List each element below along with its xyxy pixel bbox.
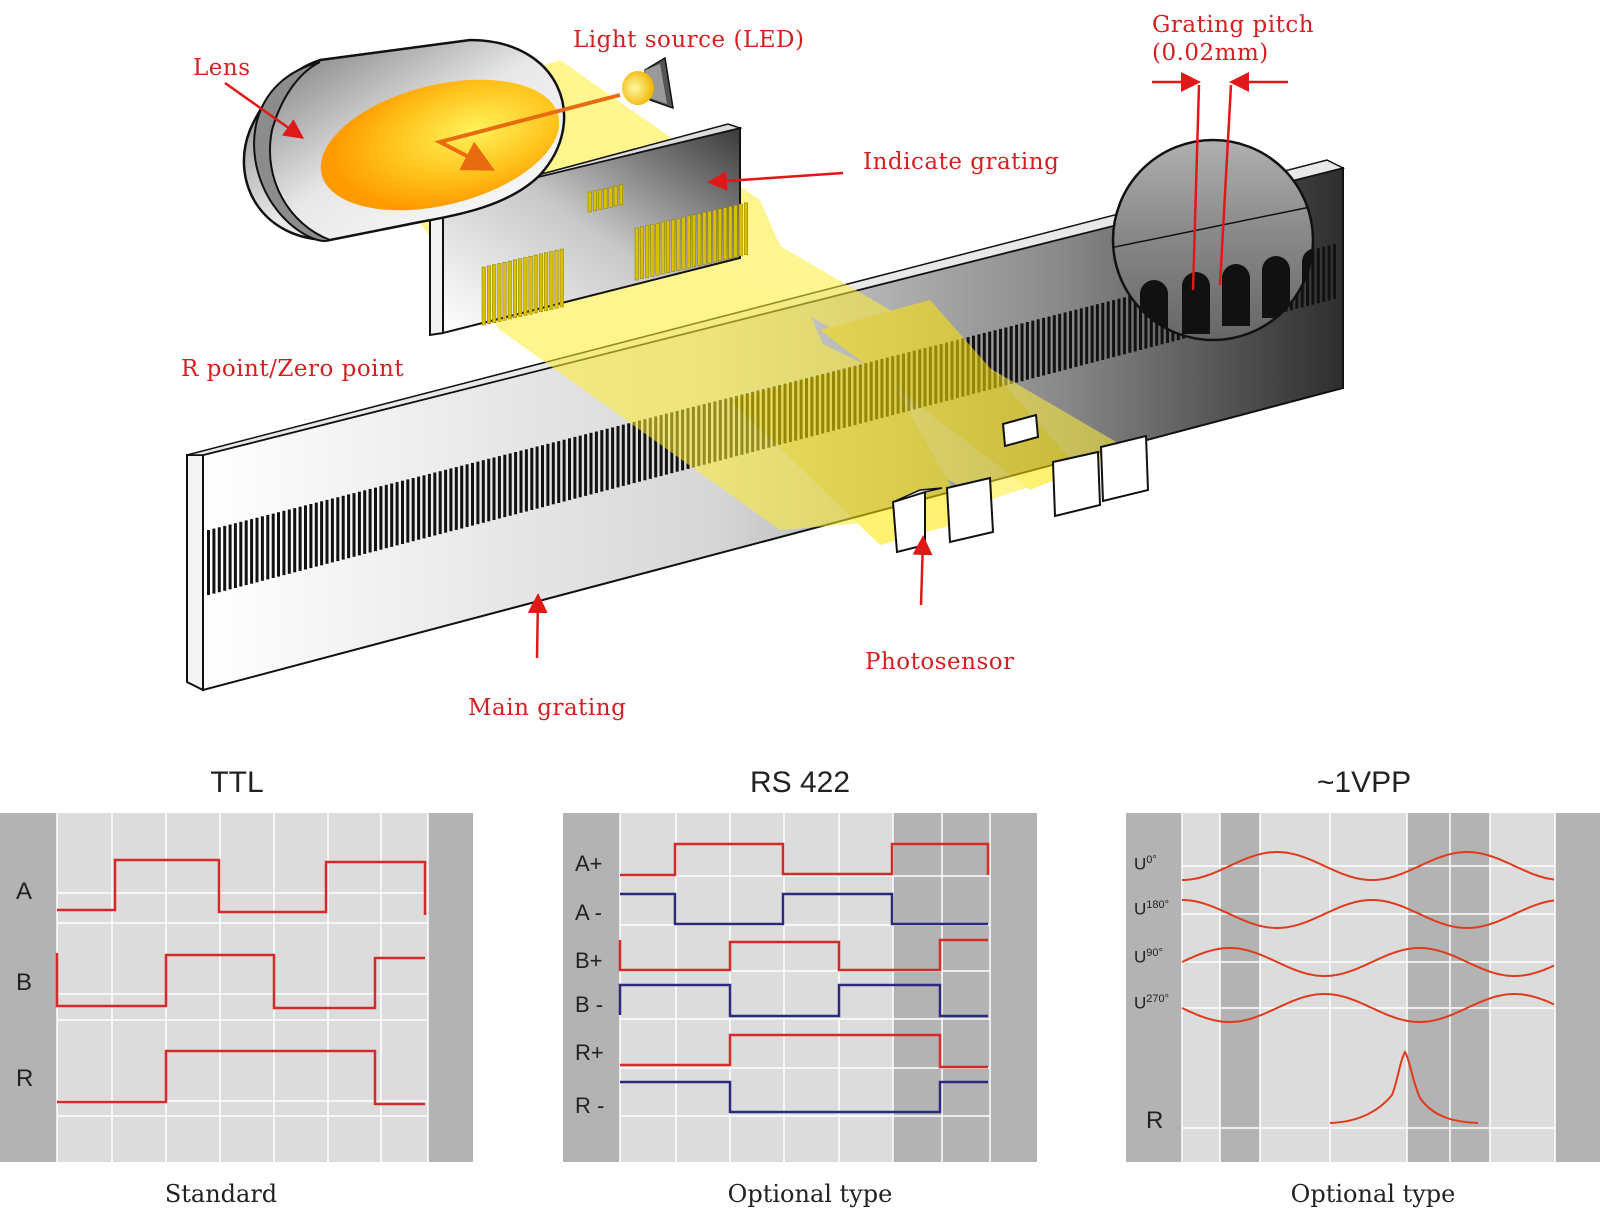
signal-label: R	[16, 1065, 34, 1092]
rs422-signal-b-minus	[618, 983, 988, 1018]
panel-caption-ttl: Standard	[164, 1180, 278, 1208]
callout-arrows	[224, 81, 933, 659]
vpp-signal-u0	[1182, 851, 1555, 881]
signal-panels	[0, 813, 1600, 1162]
ttl-signal-r	[57, 1049, 425, 1106]
vpp-signal-u270	[1181, 993, 1555, 1023]
vpp-signal-u90	[1181, 947, 1555, 977]
indicate-grating	[429, 123, 748, 337]
rs422-signal-a-plus	[620, 842, 990, 877]
led-light-source	[622, 56, 674, 110]
signal-label: B	[16, 969, 33, 996]
signal-panel-3	[1126, 813, 1600, 1162]
panel-shade	[0, 813, 57, 1162]
photosensor-block	[1001, 413, 1040, 448]
photosensor-block	[1051, 450, 1102, 518]
rs422-signal-b-plus	[618, 938, 988, 972]
signal-label: A+	[575, 851, 603, 876]
label-photosensor: Photosensor	[865, 649, 1015, 675]
panel-shade	[1220, 813, 1260, 1162]
label-grating-pitch: Grating pitch	[1152, 12, 1315, 38]
panel-background	[0, 813, 473, 1162]
panel-shade	[428, 813, 473, 1162]
light-path-arrow	[434, 93, 621, 171]
rs422-signal-r-plus	[620, 1033, 988, 1069]
panel-shade	[563, 813, 620, 1162]
photosensors	[891, 413, 1150, 554]
signal-label: U270°	[1134, 993, 1170, 1013]
photosensor-block	[945, 476, 995, 544]
signal-label: R+	[575, 1040, 604, 1065]
panel-caption-1vpp: Optional type	[1290, 1180, 1456, 1208]
rs422-signal-a-minus	[620, 892, 988, 926]
vpp-signal-r	[1329, 1050, 1479, 1124]
signal-panel-1	[0, 813, 473, 1162]
label-main-grating: Main grating	[468, 695, 627, 721]
panel-title-1vpp: ~1VPP	[1316, 766, 1412, 799]
signal-label: B+	[575, 948, 603, 973]
signal-label: R	[1146, 1107, 1164, 1134]
ttl-signal-a	[57, 858, 427, 915]
label-indicate-grating: Indicate grating	[863, 149, 1060, 175]
lens	[242, 38, 566, 242]
panel-shade	[1407, 813, 1490, 1162]
signal-label: U180°	[1134, 899, 1170, 919]
rs422-signal-r-minus	[620, 1080, 988, 1114]
panel-title-ttl: TTL	[210, 766, 264, 799]
vpp-signal-u180	[1182, 899, 1555, 929]
signal-label: U0°	[1134, 854, 1157, 874]
photosensor-block	[1099, 434, 1150, 503]
panel-title-rs422: RS 422	[749, 766, 851, 799]
panel-shade	[1126, 813, 1182, 1162]
signal-label: A -	[575, 900, 602, 925]
panel-background	[1126, 813, 1600, 1162]
label-grating-pitch-value: (0.02mm)	[1152, 40, 1269, 66]
panel-caption-rs422: Optional type	[727, 1180, 893, 1208]
signal-label: U90°	[1134, 947, 1163, 967]
panel-shade	[1555, 813, 1600, 1162]
panel-shade	[893, 813, 1037, 1162]
label-lens: Lens	[193, 55, 251, 81]
label-light-source: Light source (LED)	[573, 27, 805, 53]
indicate-grating-windows	[481, 184, 748, 326]
label-r-point: R point/Zero point	[181, 356, 405, 382]
signal-label: A	[16, 878, 33, 905]
ttl-signal-b	[55, 953, 425, 1010]
signal-panel-2	[563, 813, 1037, 1162]
signal-label: B -	[575, 992, 604, 1017]
signal-label: R -	[575, 1093, 605, 1118]
